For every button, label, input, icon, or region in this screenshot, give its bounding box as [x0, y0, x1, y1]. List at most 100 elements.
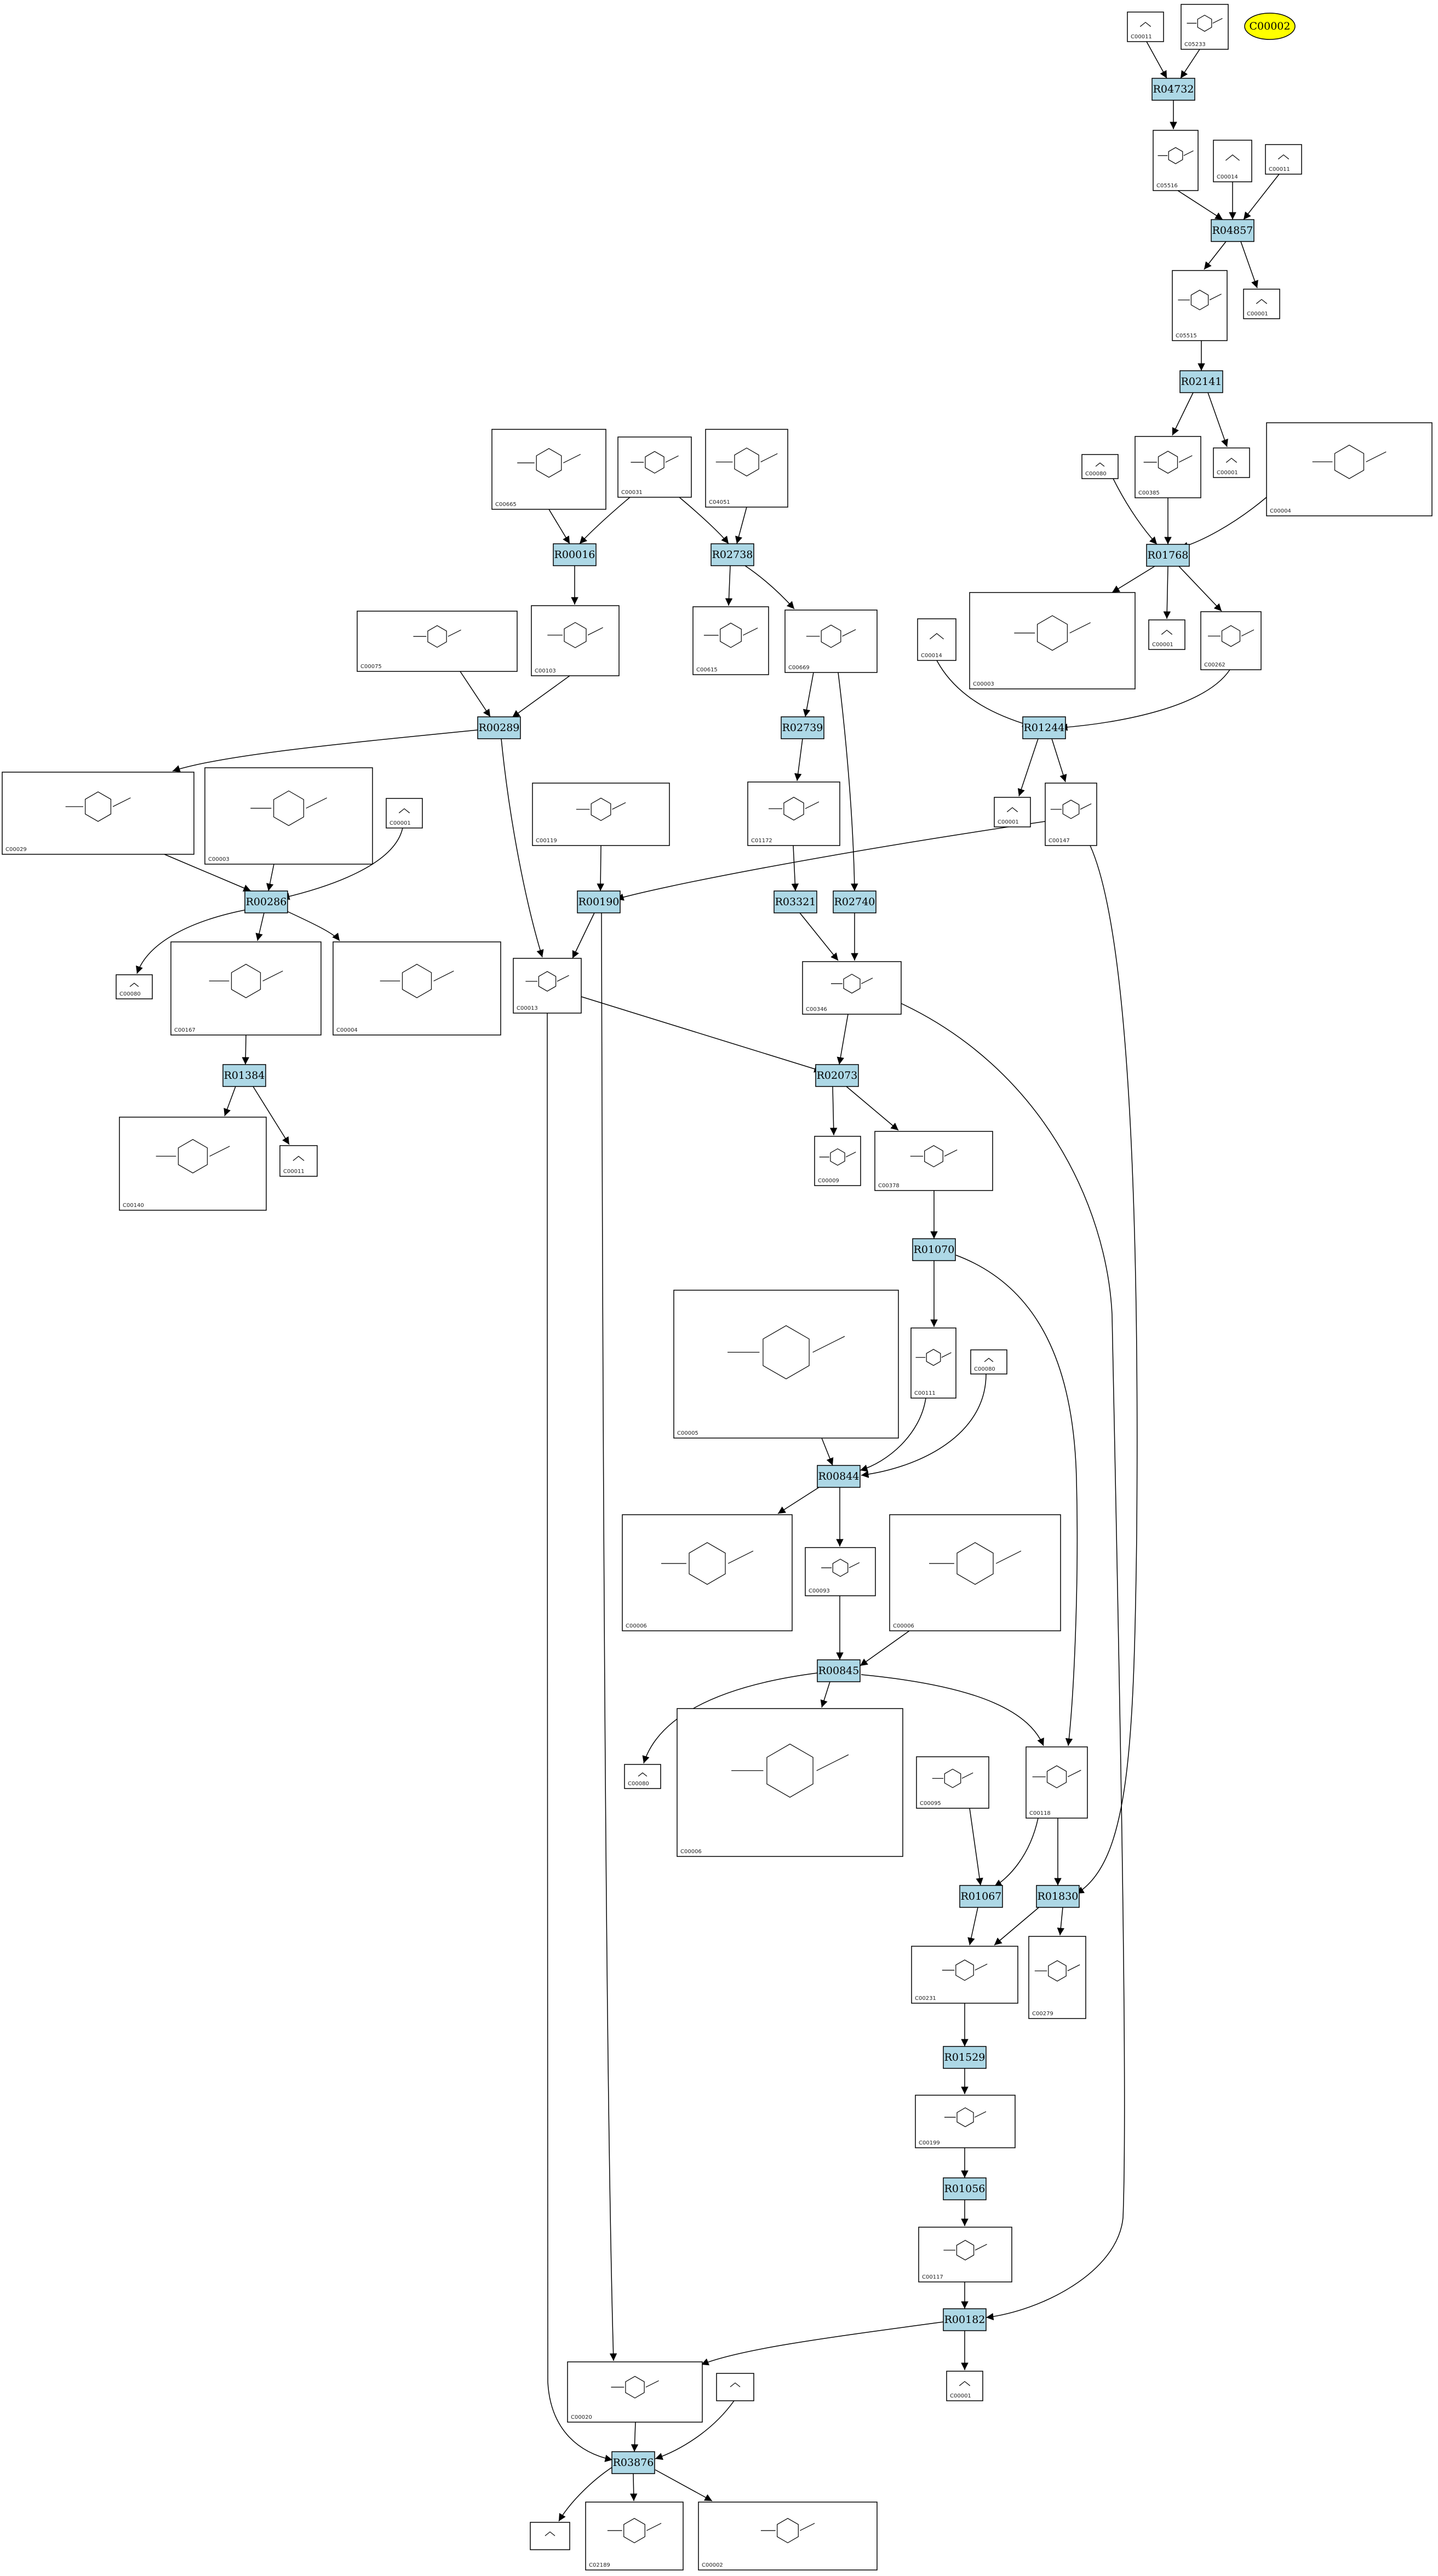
compound-node[interactable]: C00005: [673, 1290, 899, 1439]
molecule-bond-icon: [547, 627, 603, 636]
reaction-node[interactable]: R02740: [833, 890, 876, 913]
compound-node[interactable]: C00111: [910, 1327, 956, 1399]
reaction-node[interactable]: R01056: [943, 2177, 987, 2200]
compound-node[interactable]: C00080: [116, 974, 153, 999]
compound-node[interactable]: C00001: [1213, 447, 1250, 478]
reaction-node[interactable]: R02141: [1179, 370, 1223, 393]
compound-node[interactable]: C00004: [1266, 422, 1433, 516]
compound-node[interactable]: C05516: [1153, 130, 1199, 191]
compound-node[interactable]: C00080: [1081, 454, 1119, 479]
compound-node[interactable]: C00140: [119, 1117, 267, 1211]
compound-node[interactable]: C00231: [911, 1946, 1018, 2004]
compound-node[interactable]: C00002: [698, 2502, 878, 2571]
compound-node[interactable]: C02189: [585, 2502, 684, 2571]
compound-node[interactable]: C00279: [1028, 1936, 1086, 2019]
compound-node[interactable]: C00001: [386, 798, 423, 829]
molecule-ring-icon: [591, 797, 611, 821]
compound-node[interactable]: C00103: [531, 605, 620, 676]
compound-node[interactable]: C00075: [357, 611, 518, 672]
reaction-node[interactable]: R00016: [553, 543, 597, 566]
compound-node[interactable]: C00262: [1200, 611, 1262, 670]
reaction-node[interactable]: R00845: [817, 1659, 861, 1682]
compound-label: C00167: [174, 1027, 196, 1033]
reaction-node[interactable]: R03876: [611, 2451, 655, 2474]
compound-node[interactable]: C00006: [889, 1514, 1061, 1631]
compound-node[interactable]: C05233: [1181, 4, 1229, 50]
compound-node[interactable]: C00014: [917, 618, 956, 661]
compound-box: [917, 618, 956, 661]
compound-node[interactable]: C00119: [532, 783, 670, 846]
compound-box: [531, 605, 620, 676]
reaction-node[interactable]: R00289: [477, 716, 521, 739]
compound-node[interactable]: C00665: [491, 429, 606, 510]
compound-node[interactable]: C00378: [874, 1131, 993, 1191]
reaction-node[interactable]: R01070: [912, 1238, 956, 1261]
reaction-node[interactable]: R01830: [1036, 1885, 1080, 1908]
compound-node[interactable]: C00001: [1243, 289, 1280, 319]
molecule-bond-icon: [942, 1963, 988, 1971]
compound-node[interactable]: C00006: [622, 1514, 793, 1631]
compound-node[interactable]: C00029: [2, 772, 194, 855]
compound-node[interactable]: C00001: [946, 2371, 983, 2401]
compound-label: C00013: [517, 1005, 538, 1011]
compound-node[interactable]: C00011: [279, 1145, 318, 1177]
compound-node[interactable]: C01172: [747, 781, 840, 846]
compound-label: C00001: [998, 819, 1019, 825]
compound-node[interactable]: C00199: [915, 2095, 1016, 2148]
compound-node[interactable]: C00031: [617, 436, 692, 498]
compound-node[interactable]: C00080: [970, 1349, 1007, 1375]
reaction-node[interactable]: R01244: [1022, 716, 1066, 739]
compound-node[interactable]: C00346: [802, 961, 902, 1015]
reaction-node[interactable]: R02739: [781, 716, 824, 739]
compound-node[interactable]: C00095: [916, 1756, 989, 1809]
reaction-node[interactable]: R00182: [943, 2308, 987, 2331]
compound-node[interactable]: C00093: [805, 1547, 876, 1596]
compound-node[interactable]: C00615: [692, 606, 769, 675]
molecule-bond-icon: [915, 1352, 952, 1358]
reaction-node[interactable]: R01384: [222, 1064, 266, 1087]
compound-label: C00031: [621, 490, 643, 496]
compound-node[interactable]: C00013: [513, 958, 582, 1014]
molecule-ring-icon: [538, 971, 557, 992]
reaction-node[interactable]: R04857: [1211, 219, 1254, 242]
compound-node[interactable]: C00167: [170, 941, 322, 1036]
compound-node[interactable]: C00020: [567, 2361, 703, 2423]
compound-node[interactable]: C04051: [705, 429, 788, 508]
compound-node[interactable]: [716, 2373, 754, 2401]
compound-node[interactable]: C00001: [1148, 619, 1185, 650]
compound-node[interactable]: C00003: [204, 767, 373, 865]
compound-node[interactable]: C00006: [677, 1708, 903, 1857]
reaction-node[interactable]: R00844: [817, 1465, 861, 1488]
compound-node[interactable]: C00003: [969, 592, 1136, 689]
reaction-node[interactable]: R04732: [1151, 78, 1195, 101]
reaction-node[interactable]: R01529: [943, 2046, 987, 2069]
reaction-node[interactable]: R02073: [815, 1064, 859, 1087]
molecule-bond-icon: [731, 1754, 849, 1772]
compound-node[interactable]: C00080: [624, 1764, 661, 1789]
compound-node[interactable]: C00118: [1025, 1746, 1088, 1819]
reaction-node[interactable]: R01067: [959, 1885, 1003, 1908]
compound-node[interactable]: C05515: [1172, 270, 1228, 341]
compound-box: [915, 2095, 1016, 2148]
molecule-bond-icon: [1225, 457, 1238, 463]
compound-node[interactable]: C00011: [1127, 12, 1164, 42]
compound-node[interactable]: [530, 2522, 570, 2550]
reaction-node[interactable]: R02738: [711, 543, 754, 566]
compound-label: C00020: [571, 2414, 592, 2420]
compound-node[interactable]: C00147: [1045, 783, 1097, 846]
compound-node[interactable]: C00009: [814, 1136, 861, 1186]
compound-node[interactable]: C00001: [994, 797, 1031, 827]
compound-node[interactable]: C00669: [784, 610, 878, 673]
compound-node[interactable]: C00385: [1135, 436, 1201, 498]
highlight-compound-node[interactable]: C00002: [1244, 13, 1296, 40]
compound-node[interactable]: C00117: [918, 2227, 1012, 2282]
compound-node[interactable]: C00014: [1213, 140, 1252, 182]
compound-node[interactable]: C00004: [333, 941, 501, 1036]
reaction-node[interactable]: R00190: [577, 890, 621, 913]
compound-node[interactable]: C00011: [1265, 144, 1302, 175]
reaction-node[interactable]: R00286: [244, 890, 288, 913]
compound-label: C00006: [626, 1623, 647, 1629]
reaction-node[interactable]: R01768: [1146, 544, 1190, 567]
reaction-node[interactable]: R03321: [774, 890, 817, 913]
highlight-compound-label: C00002: [1250, 20, 1291, 32]
